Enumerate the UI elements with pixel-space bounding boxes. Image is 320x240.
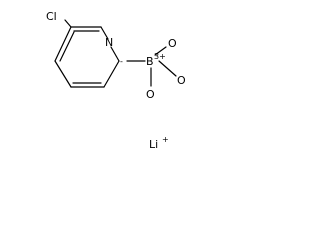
bond-c6-c1: [54, 26, 72, 62]
molecule-drawing: Cl N - B 3+ O O O Li +: [46, 10, 186, 151]
oxygen-top-label: O: [168, 37, 177, 50]
bond-c5-c6: [54, 60, 72, 88]
bond-c2-n: [100, 26, 109, 40]
bond-c3-c4: [103, 60, 120, 88]
oxygen-right-label: O: [177, 74, 186, 87]
bond-c6-c1-double: [59, 31, 75, 62]
boron-label: B: [146, 55, 154, 68]
bond-b-o-right: [158, 60, 177, 77]
boron-charge: 3+: [154, 52, 166, 61]
structure-diagram: Cl N - B 3+ O O O Li +: [0, 0, 199, 173]
lithium-label: Li: [149, 138, 158, 151]
bond-b-o-top: [154, 46, 167, 56]
oxygen-bottom-label: O: [146, 88, 155, 101]
chlorine-label: Cl: [46, 10, 57, 23]
bond-n-c3: [110, 46, 120, 62]
nitrogen-label: N: [105, 36, 113, 49]
bond-c1-cl: [64, 19, 72, 28]
lithium-charge: +: [162, 135, 169, 144]
pyridine-ring: [54, 26, 120, 88]
carbanion-charge: -: [120, 57, 123, 66]
